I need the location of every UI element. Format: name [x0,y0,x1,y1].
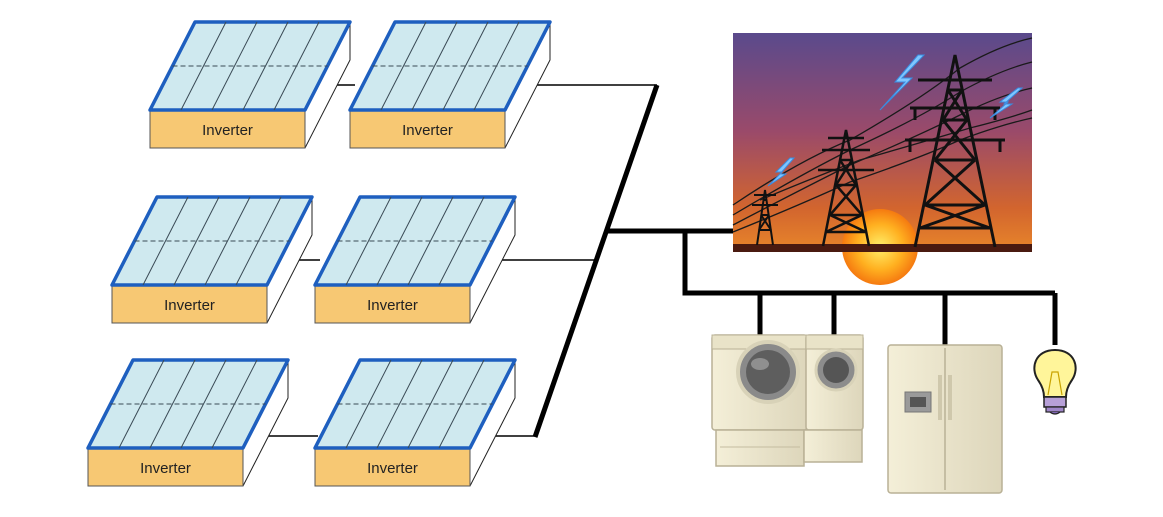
cell-divider [173,196,220,286]
inverter-label: Inverter [402,122,453,139]
cell-divider [180,21,227,111]
inverter-box [314,447,471,487]
inverter-label: Inverter [140,460,191,477]
inverter-box [111,284,268,324]
pylon-medium [818,129,874,247]
washing-machine [711,334,808,467]
inverter-label: Inverter [367,460,418,477]
solar-panel-unit: Inverter [86,358,290,487]
main-trunk [532,84,660,438]
inverter-box [149,109,306,149]
pv-panel-surface [148,20,352,112]
pv-panel-surface [313,358,517,450]
pv-panel-surface [348,20,552,112]
cell-divider [376,196,423,286]
dryer [803,334,864,463]
lightbulb-icon [1033,348,1077,415]
solar-panel-unit: Inverter [313,358,517,487]
refrigerator [887,344,1003,494]
pylon-large [905,54,1005,248]
solar-panel-unit: Inverter [148,20,352,149]
inverter-label: Inverter [202,122,253,139]
solar-panel-unit: Inverter [313,195,517,324]
solar-panel-unit: Inverter [348,20,552,149]
cell-divider [411,21,458,111]
cell-divider [345,196,392,286]
power-grid-scene [732,33,1033,285]
appliance-bus [682,231,1055,296]
cell-divider [142,196,189,286]
solar-panel-unit: Inverter [110,195,314,324]
inverter-label: Inverter [367,297,418,314]
cell-divider [118,359,165,449]
cell-divider [380,21,427,111]
cell-divider [345,359,392,449]
cell-divider [149,359,196,449]
pylon-small [752,189,778,246]
pv-panel-surface [86,358,290,450]
inverter-label: Inverter [164,297,215,314]
pv-panel-surface [313,195,517,287]
lightning-icons [767,54,1024,187]
inverter-box [349,109,506,149]
cell-divider [376,359,423,449]
inverter-box [314,284,471,324]
cell-divider [211,21,258,111]
pv-panel-surface [110,195,314,287]
inverter-box [87,447,244,487]
